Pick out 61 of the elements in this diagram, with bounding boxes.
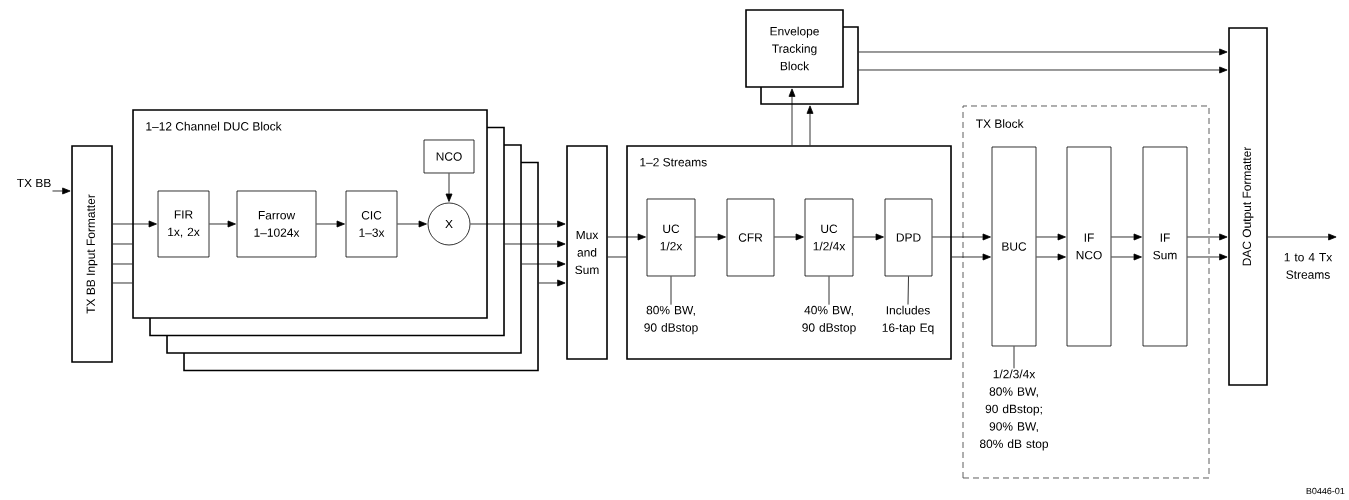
upconverter-box: BUC	[991, 146, 1037, 347]
output-label: 1 to 4 Tx Streams	[1284, 253, 1333, 279]
formatter-box: TX BB Input Formatter	[71, 145, 113, 363]
arrow	[932, 233, 991, 241]
stacked-blocks: Envelope Tracking Block	[745, 9, 859, 105]
arrow	[853, 233, 884, 241]
arrow	[1111, 253, 1142, 261]
arrow	[445, 173, 453, 202]
oscillator-box: IF NCO	[1066, 146, 1112, 347]
filter-box: FIR 1x, 2x	[157, 190, 210, 258]
arrow	[1187, 233, 1228, 241]
figure-number: B0446-01	[1306, 487, 1345, 495]
formatter-box: DAC Output Formatter	[1228, 27, 1268, 386]
connector-line	[607, 256, 627, 258]
arrow	[1187, 253, 1228, 261]
arrow	[806, 105, 814, 146]
filter-box: CIC 1–3x	[345, 190, 398, 258]
mux-box: Mux and Sum	[566, 145, 608, 360]
leader-line	[907, 276, 909, 305]
connector-line	[112, 282, 133, 284]
upconverter-box: UC 1/2x	[646, 198, 696, 277]
arrow	[607, 233, 646, 241]
arrow	[858, 48, 1228, 56]
arrow	[112, 220, 157, 228]
arrow	[1111, 233, 1142, 241]
arrow	[695, 233, 726, 241]
arrow	[52, 187, 71, 195]
note-text: 1/2/3/4x 80% BW, 90 dBstop; 90% BW, 80% dB stop	[979, 369, 1049, 451]
arrow	[209, 220, 236, 228]
arrow	[397, 220, 427, 228]
process-box: DPD	[884, 198, 933, 277]
summer-box: IF Sum	[1142, 146, 1188, 347]
leader-line	[828, 276, 830, 306]
arrow	[521, 260, 566, 268]
arrow	[951, 253, 991, 261]
arrow	[1267, 233, 1337, 241]
note-text: 40% BW, 90 dBstop	[802, 305, 856, 335]
arrow	[470, 220, 566, 228]
filter-box: Farrow 1–1024x	[236, 190, 317, 258]
arrow	[774, 233, 804, 241]
upconverter-box: UC 1/2/4x	[804, 198, 854, 277]
arrow	[858, 66, 1228, 74]
block-heading: 1–2 Streams	[640, 157, 707, 167]
arrow	[1036, 233, 1066, 241]
arrow	[316, 220, 345, 228]
oscillator-box: NCO	[423, 139, 475, 174]
tx-block	[962, 105, 1210, 479]
connector-line	[112, 243, 133, 245]
note-text: Includes 16-tap Eq	[882, 305, 934, 335]
block-heading: TX Block	[976, 119, 1024, 128]
process-box: CFR	[726, 198, 775, 277]
input-label: TX BB	[17, 178, 51, 188]
leader-line	[670, 276, 672, 306]
arrow	[538, 279, 566, 287]
note-text: 80% BW, 90 dBstop	[644, 305, 698, 335]
arrow	[1036, 253, 1066, 261]
connector-line	[112, 263, 133, 265]
arrow	[504, 240, 566, 248]
arrow	[788, 88, 796, 146]
leader-line	[1013, 346, 1015, 369]
block-heading: 1–12 Channel DUC Block	[146, 121, 282, 131]
